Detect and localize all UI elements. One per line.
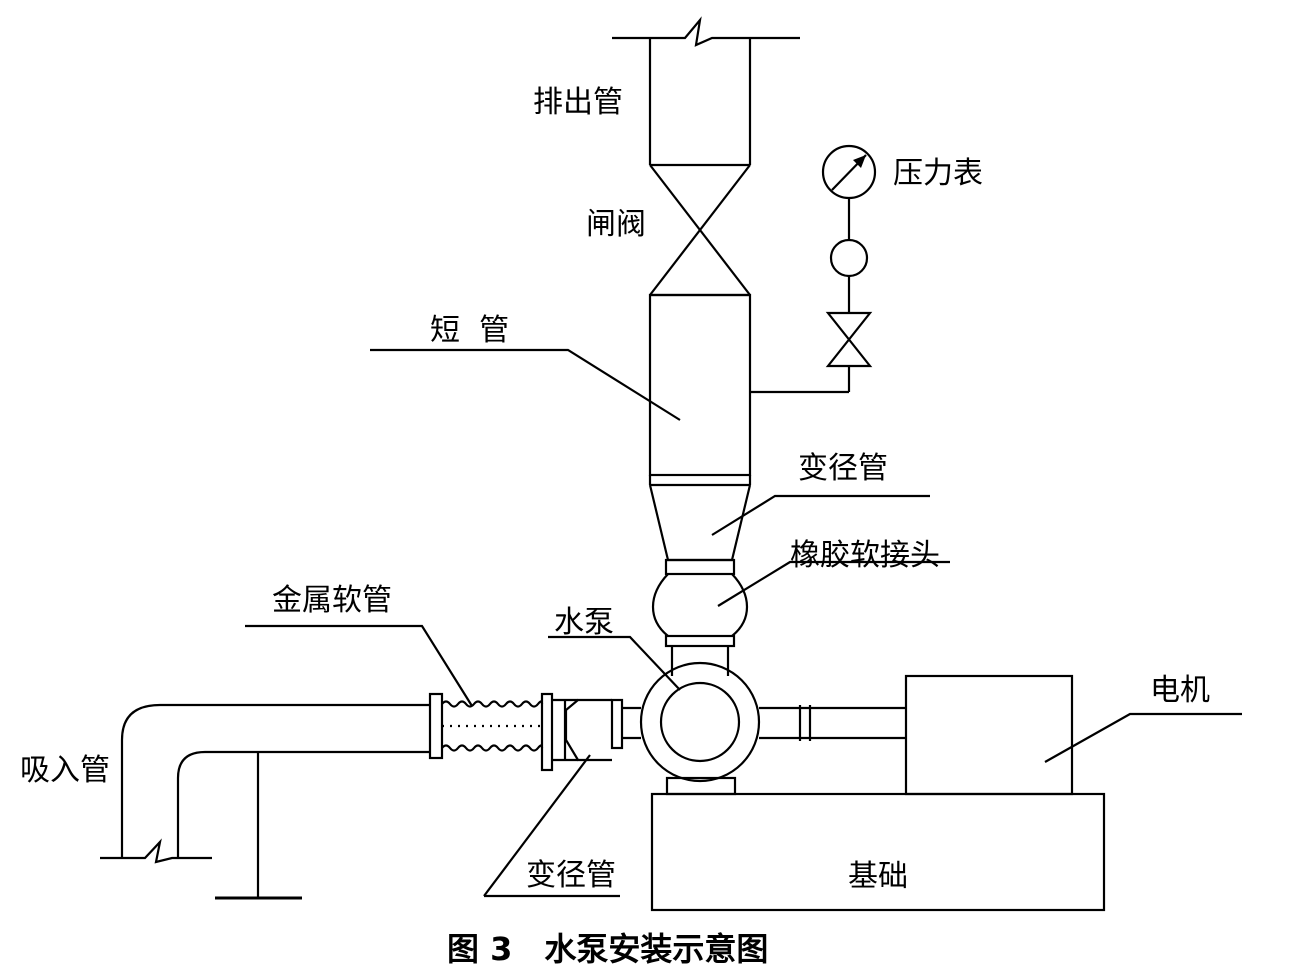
label-pressure-gauge: 压力表: [893, 156, 983, 191]
reducer-bottom: [540, 692, 612, 772]
label-foundation: 基础: [848, 859, 908, 894]
metal-hose: [428, 692, 544, 760]
label-rubber-joint: 橡胶软接头: [790, 538, 940, 573]
foundation: [650, 792, 1106, 912]
label-metal-hose: 金属软管: [272, 583, 392, 618]
gate-valve: [649, 164, 751, 297]
leader-lines: [245, 348, 1242, 898]
rubber-flexible-joint: [652, 558, 748, 676]
short-pipe: [648, 293, 752, 487]
pressure-gauge-assembly: [750, 144, 877, 394]
label-reducer-top: 变径管: [798, 451, 888, 486]
label-discharge-pipe: 排出管: [533, 85, 623, 120]
label-motor: 电机: [1150, 673, 1210, 708]
water-pump: [610, 661, 906, 796]
figure-caption: 图 3 水泵安装示意图: [447, 930, 768, 968]
label-water-pump: 水泵: [554, 605, 614, 640]
motor: [904, 674, 1074, 796]
reducer-top: [648, 484, 752, 562]
suction-pipe: [100, 703, 430, 900]
label-suction-pipe: 吸入管: [20, 753, 110, 788]
label-short-pipe: 短 管: [430, 313, 509, 348]
label-gate-valve: 闸阀: [586, 207, 646, 242]
discharge-pipe: [612, 16, 800, 167]
label-reducer-bottom: 变径管: [526, 858, 616, 893]
